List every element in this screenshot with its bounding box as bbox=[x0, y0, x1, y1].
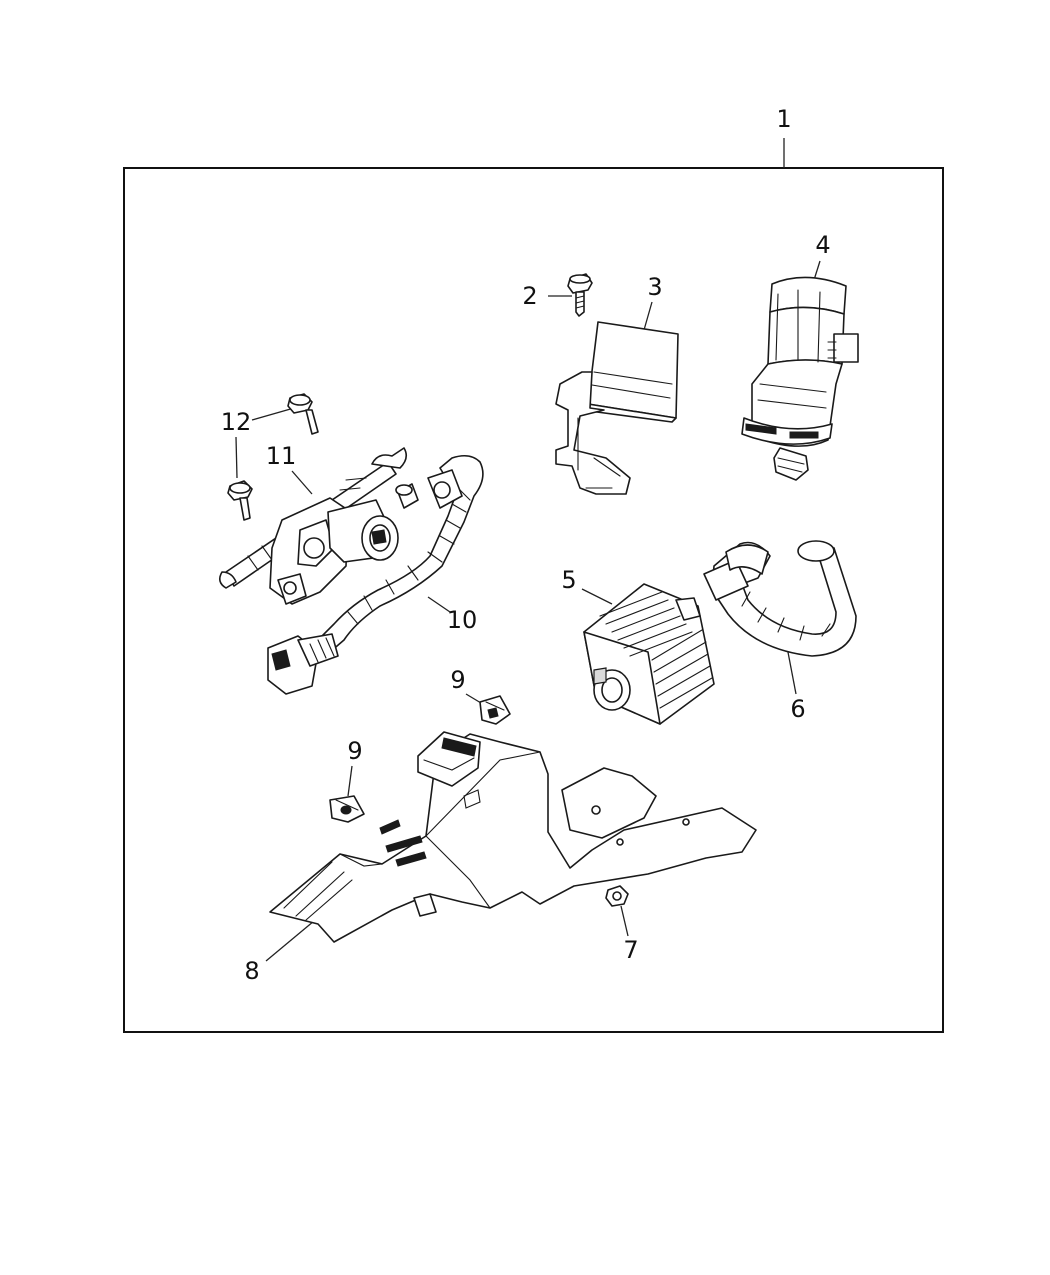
bolt-part-2 bbox=[567, 273, 593, 317]
callout-6: 6 bbox=[786, 646, 806, 723]
callout-9a: 9 bbox=[450, 666, 487, 707]
cooler-part-5 bbox=[583, 583, 715, 725]
callout-5: 5 bbox=[561, 566, 613, 605]
callout-11: 11 bbox=[266, 442, 313, 495]
clip-part-9a bbox=[479, 695, 511, 725]
bracket-part-3 bbox=[555, 321, 679, 495]
callout-2: 2 bbox=[522, 282, 572, 310]
callout-7: 7 bbox=[620, 905, 639, 964]
bolt-part-12-upper bbox=[287, 393, 319, 435]
callout-4: 4 bbox=[813, 231, 831, 281]
callout-10: 10 bbox=[427, 596, 478, 634]
canister-part-4 bbox=[741, 276, 859, 481]
callout-label-8: 8 bbox=[244, 957, 259, 985]
callout-label-2: 2 bbox=[522, 282, 537, 310]
callout-label-5: 5 bbox=[561, 566, 576, 594]
callout-label-1: 1 bbox=[776, 105, 791, 133]
valve-part-11 bbox=[218, 447, 419, 605]
nut-part-7 bbox=[605, 885, 629, 907]
hose-part-6 bbox=[703, 540, 857, 657]
clip-part-9b bbox=[329, 795, 365, 823]
callout-12: 12 bbox=[221, 407, 295, 479]
callout-label-6: 6 bbox=[790, 695, 805, 723]
callout-label-3: 3 bbox=[647, 273, 662, 301]
callout-1: 1 bbox=[776, 105, 792, 168]
callout-8: 8 bbox=[244, 920, 315, 985]
bolt-part-12-lower bbox=[227, 480, 253, 521]
callout-9b: 9 bbox=[347, 737, 363, 797]
callout-label-10: 10 bbox=[447, 606, 478, 634]
callout-label-12: 12 bbox=[221, 408, 252, 436]
callout-label-7: 7 bbox=[623, 936, 638, 964]
callout-label-9a: 9 bbox=[450, 666, 465, 694]
kit-frame bbox=[123, 167, 944, 1033]
hose-part-10 bbox=[267, 454, 484, 695]
callout-label-4: 4 bbox=[815, 231, 830, 259]
callout-label-9b: 9 bbox=[347, 737, 362, 765]
callout-label-11: 11 bbox=[266, 442, 297, 470]
callout-3: 3 bbox=[643, 273, 663, 331]
bracket-part-8 bbox=[269, 731, 757, 943]
